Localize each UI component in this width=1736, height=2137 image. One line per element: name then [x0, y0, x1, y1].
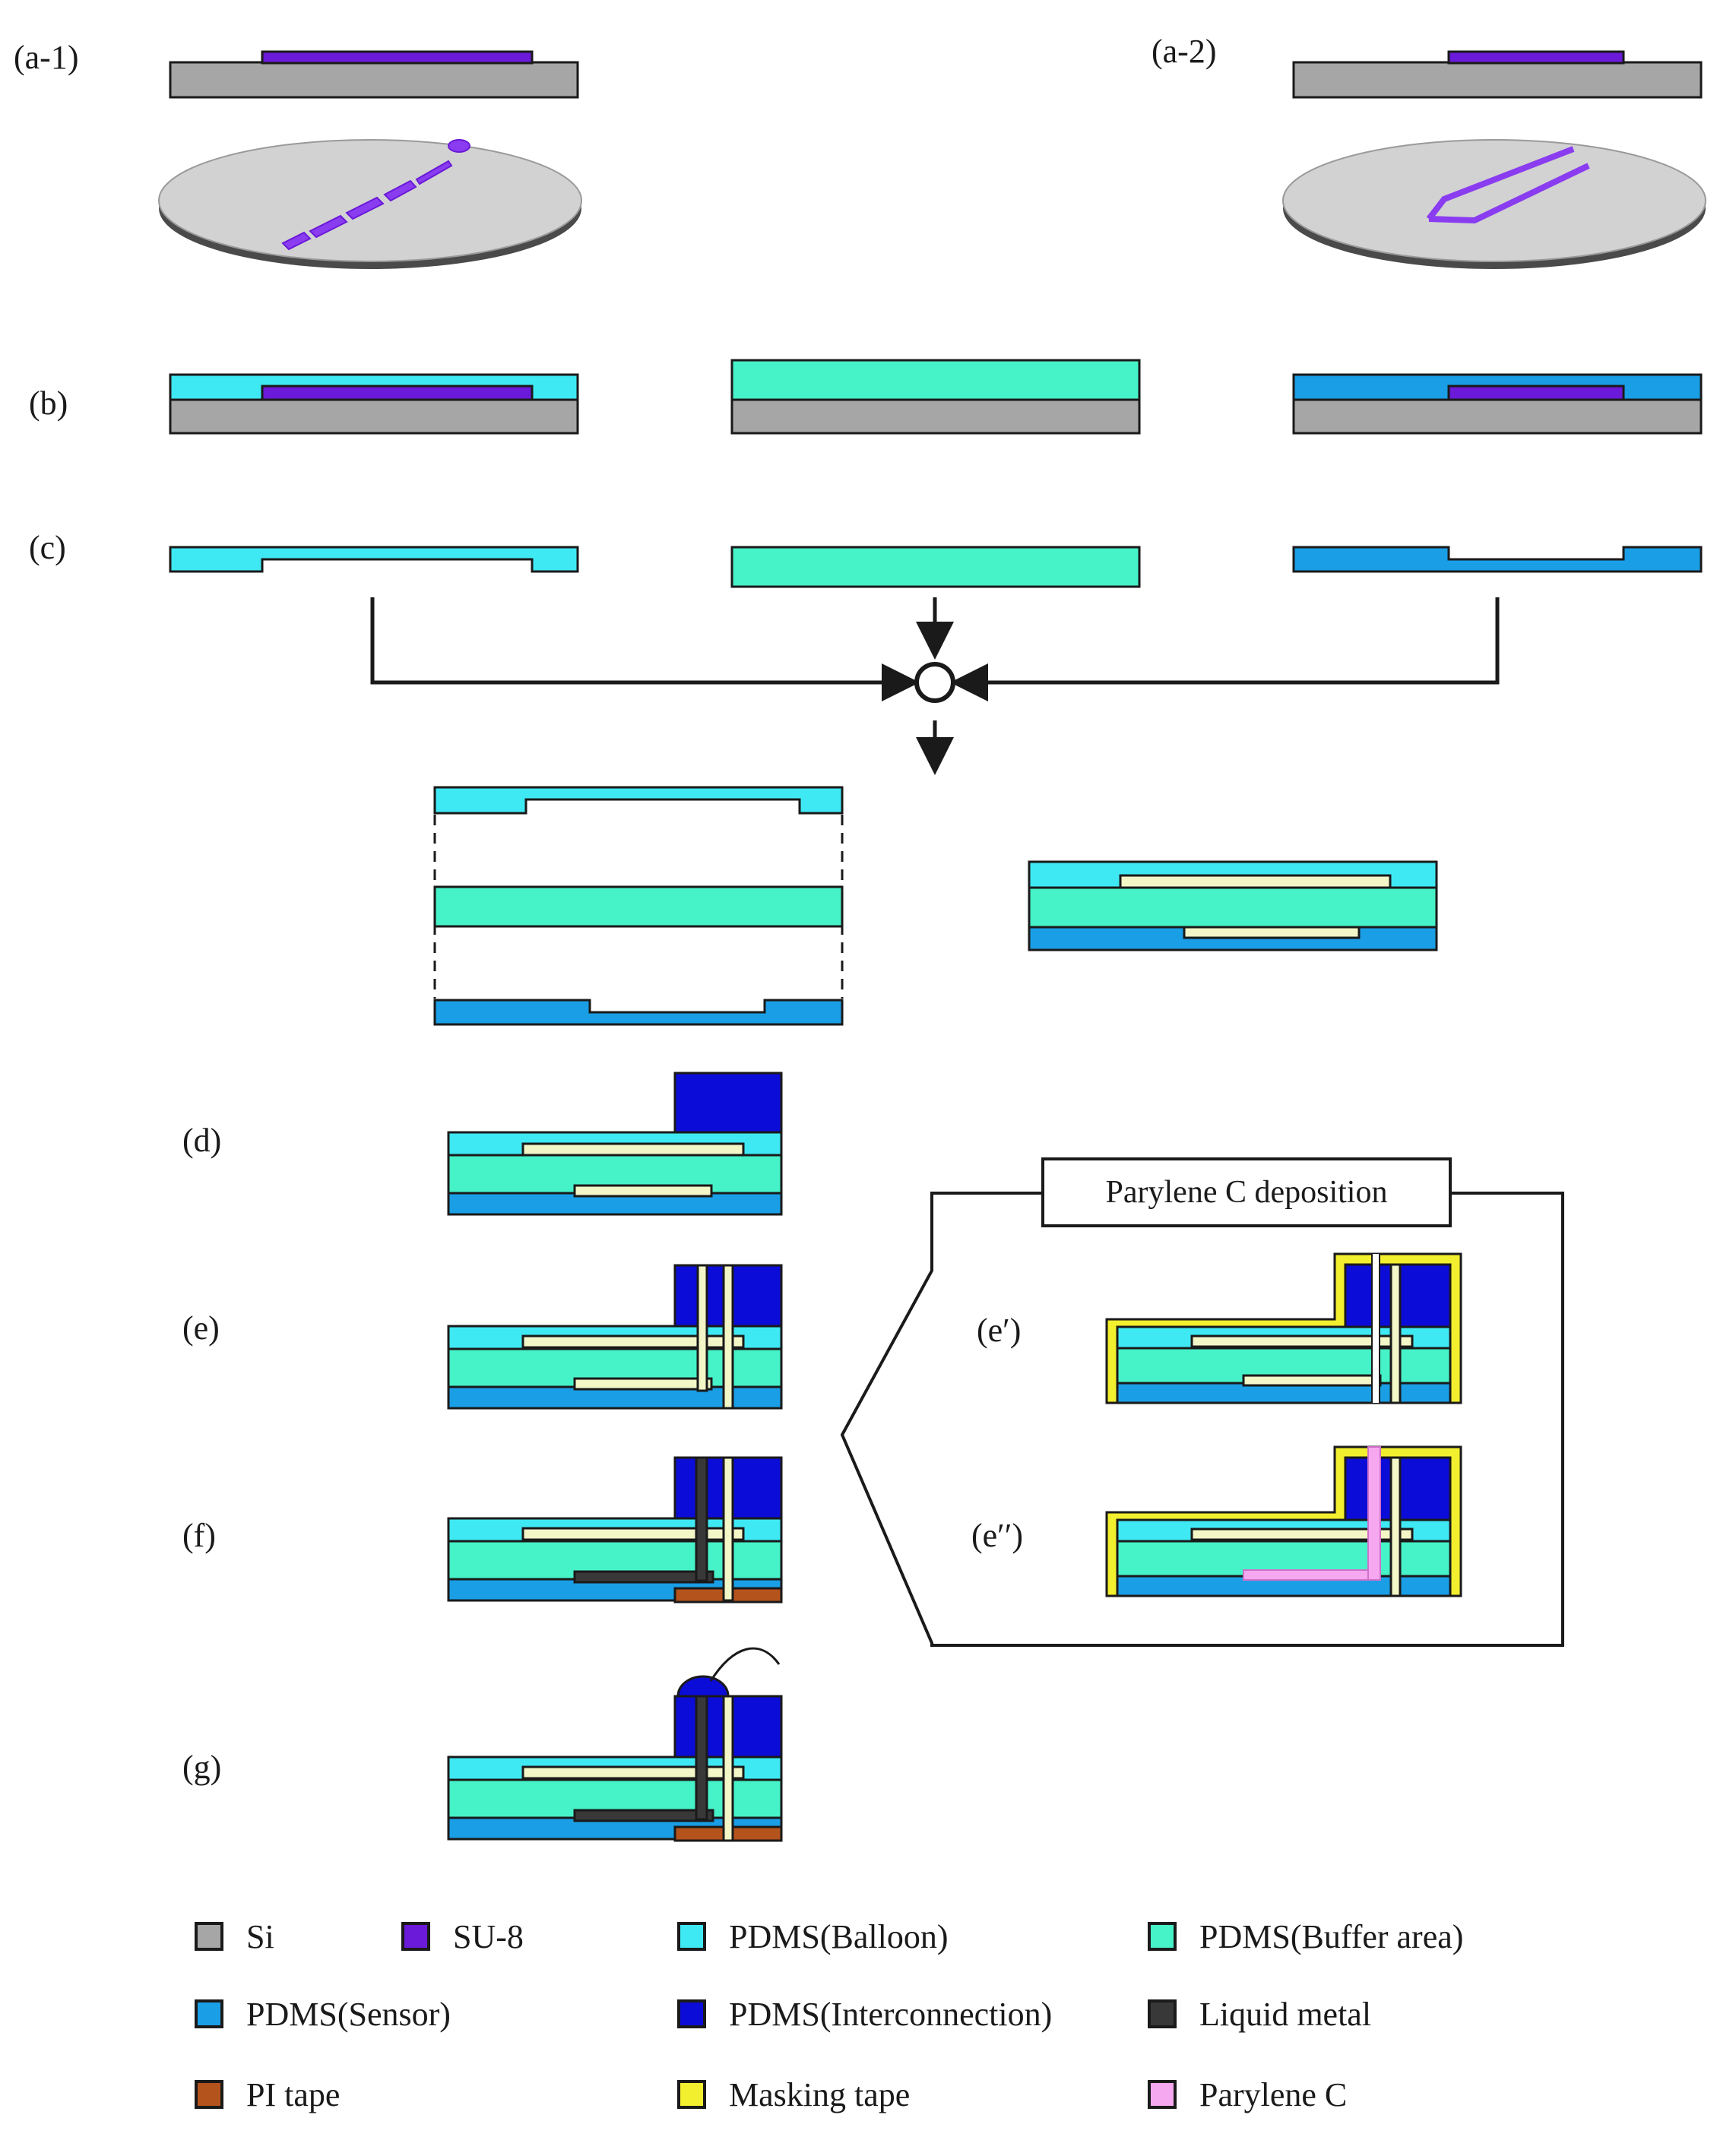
bonding-junction-circle [914, 662, 955, 703]
step-label-a1: (a-1) [14, 39, 79, 76]
step-label-a2: (a-2) [1152, 33, 1217, 70]
step-b-balloon-mold [169, 373, 579, 435]
step-a1-wafer-3d [158, 139, 582, 269]
legend-swatch [1148, 1922, 1177, 1951]
step-g-device [447, 1647, 783, 1842]
exploded-layer-stack [433, 786, 844, 1026]
legend-swatch [195, 2080, 223, 2109]
step-c-sensor-layer [1292, 546, 1703, 573]
legend-label: PDMS(Balloon) [729, 1918, 948, 1955]
step-a2-wafer-section [1292, 50, 1703, 99]
step-b-sensor-mold [1292, 373, 1703, 435]
legend-swatch [1148, 2080, 1177, 2109]
step-label-e-prime: (e′) [977, 1312, 1021, 1349]
step-d-device [447, 1072, 783, 1216]
legend-swatch [677, 2080, 706, 2109]
legend-swatch [677, 1999, 706, 2028]
step-f-device [447, 1456, 783, 1604]
step-e-device [447, 1264, 783, 1410]
legend-label: SU-8 [453, 1918, 524, 1955]
bonded-device [1028, 860, 1438, 951]
step-label-f: (f) [182, 1517, 216, 1554]
step-e-prime-device [1105, 1252, 1462, 1404]
legend-label: Liquid metal [1199, 1996, 1371, 2033]
legend-swatch [401, 1922, 430, 1951]
legend-label: PDMS(Buffer area) [1199, 1918, 1463, 1955]
parylene-callout-title: Parylene C deposition [1106, 1175, 1388, 1210]
legend-swatch [195, 1922, 223, 1951]
step-label-e: (e) [182, 1309, 220, 1347]
legend: Si SU-8 PDMS(Balloon) PDMS(Buffer area) PDMS… [195, 1918, 1463, 2113]
step-a1-wafer-section [169, 50, 579, 99]
step-label-c: (c) [29, 529, 66, 566]
legend-swatch [1148, 1999, 1177, 2028]
step-e-double-prime-device [1105, 1445, 1462, 1597]
legend-label: Si [246, 1918, 274, 1955]
legend-label: PDMS(Sensor) [246, 1996, 451, 2033]
step-c-buffer-layer [730, 546, 1141, 588]
legend-label: Parylene C [1199, 2076, 1347, 2113]
step-label-d: (d) [182, 1122, 221, 1159]
step-c-balloon-layer [169, 546, 579, 573]
bonding-arrows [370, 597, 1500, 775]
step-b-buffer-mold [730, 359, 1141, 435]
legend-label: PI tape [246, 2076, 340, 2113]
legend-swatch [677, 1922, 706, 1951]
legend-label: Masking tape [729, 2076, 910, 2113]
step-a2-wafer-3d [1282, 139, 1706, 269]
step-label-b: (b) [29, 385, 68, 422]
parylene-callout-bracket [840, 1192, 1564, 1647]
step-label-e-double-prime: (e′′) [971, 1517, 1023, 1554]
parylene-callout-title-box [1041, 1157, 1452, 1227]
legend-swatch [195, 1999, 223, 2028]
step-label-g: (g) [182, 1749, 221, 1786]
legend-label: PDMS(Interconnection) [729, 1996, 1052, 2033]
